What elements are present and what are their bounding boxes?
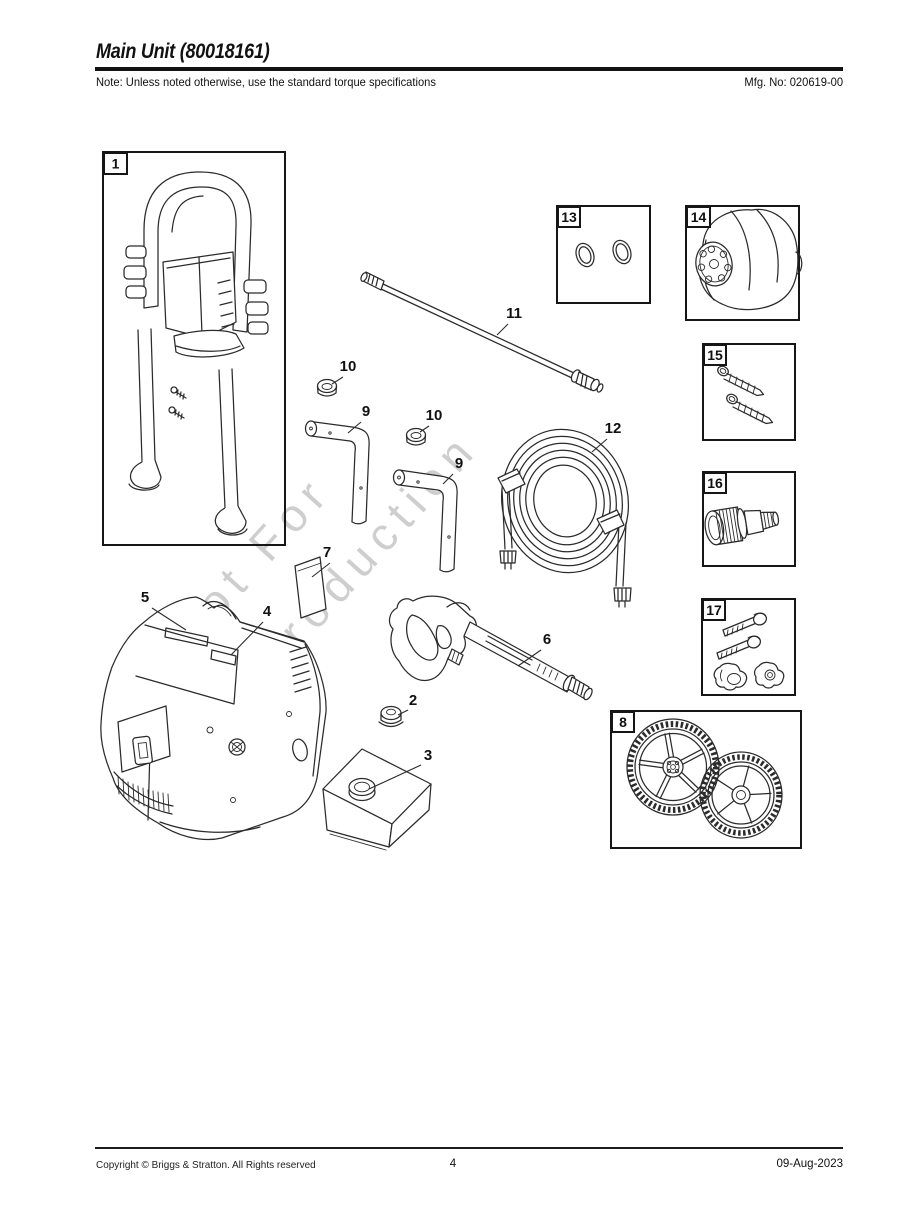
footer-copyright: Copyright © Briggs & Stratton. All Right… [96, 1159, 316, 1171]
part-ref-17: 17 [706, 602, 722, 618]
part-7-label: 7 [294, 544, 331, 619]
callout-10b: 10 [426, 407, 443, 424]
callout-11: 11 [506, 305, 522, 322]
leader-line [517, 649, 542, 667]
part-ref-16: 16 [707, 475, 723, 491]
part-ref-8: 8 [619, 714, 627, 730]
part-6-spray-gun: 6 [388, 595, 593, 701]
part-ref-13: 13 [561, 209, 577, 225]
part-box-1-handle-assembly: 1 [102, 151, 286, 546]
leader-line [442, 473, 454, 485]
callout-7: 7 [323, 544, 331, 561]
leader-line [347, 421, 362, 434]
callout-2: 2 [409, 692, 417, 709]
part-9-elbow-tube-a: 9 [304, 403, 370, 525]
bolt-knob-drawing [713, 612, 785, 691]
leader-line [368, 764, 422, 790]
footer-rule [95, 1147, 843, 1149]
leader-line [331, 376, 344, 385]
leader-line [591, 438, 608, 453]
part-10-cap-b: 10 [405, 407, 443, 446]
header-rule [95, 67, 843, 71]
leader-line [419, 425, 430, 433]
part-2-cap: 2 [378, 692, 417, 728]
callout-9a: 9 [362, 403, 370, 420]
part-box-15-screws: 15 [702, 343, 796, 441]
mfg-number: Mfg. No: 020619-00 [744, 75, 843, 89]
wheel-left [626, 718, 720, 816]
adapter-drawing [704, 506, 780, 546]
part-12-hose: 12 [497, 420, 632, 608]
part-9-elbow-tube-b: 9 [392, 455, 463, 573]
callout-12: 12 [605, 420, 622, 437]
page-title: Main Unit (80018161) [96, 40, 270, 63]
part-ref-14: 14 [691, 209, 707, 225]
part-ref-15: 15 [707, 347, 723, 363]
handle-assembly-drawing [123, 171, 269, 536]
callout-3: 3 [424, 747, 432, 764]
part-box-17-bolts-knobs: 17 [701, 598, 796, 696]
leader-line [496, 323, 509, 336]
leader-line [397, 709, 409, 716]
callout-10a: 10 [340, 358, 357, 375]
wheel-right [699, 751, 783, 839]
part-box-14-pump: 14 [685, 205, 803, 321]
part-11-spray-wand: 11 [360, 271, 604, 393]
part-box-8-wheels: 8 [610, 710, 802, 849]
screw-drawing [717, 365, 774, 425]
leader-line [311, 562, 331, 578]
part-10-cap-a: 10 [316, 358, 357, 397]
footer-page-number: 4 [449, 1158, 457, 1170]
callout-5: 5 [141, 589, 149, 606]
leader-line [230, 621, 264, 656]
part-ref-1: 1 [112, 156, 120, 172]
part-box-16-adapter: 16 [702, 471, 796, 567]
torque-note: Note: Unless noted otherwise, use the st… [96, 75, 436, 89]
part-3-tank: 3 [322, 747, 432, 851]
footer-date: 09-Aug-2023 [776, 1158, 844, 1170]
callout-9b: 9 [455, 455, 463, 472]
callout-4: 4 [263, 603, 272, 620]
part-4-5-main-housing: 5 4 [100, 589, 327, 841]
callout-6: 6 [543, 631, 551, 648]
part-box-13-o-rings: 13 [556, 205, 651, 304]
leader-line [151, 607, 187, 631]
